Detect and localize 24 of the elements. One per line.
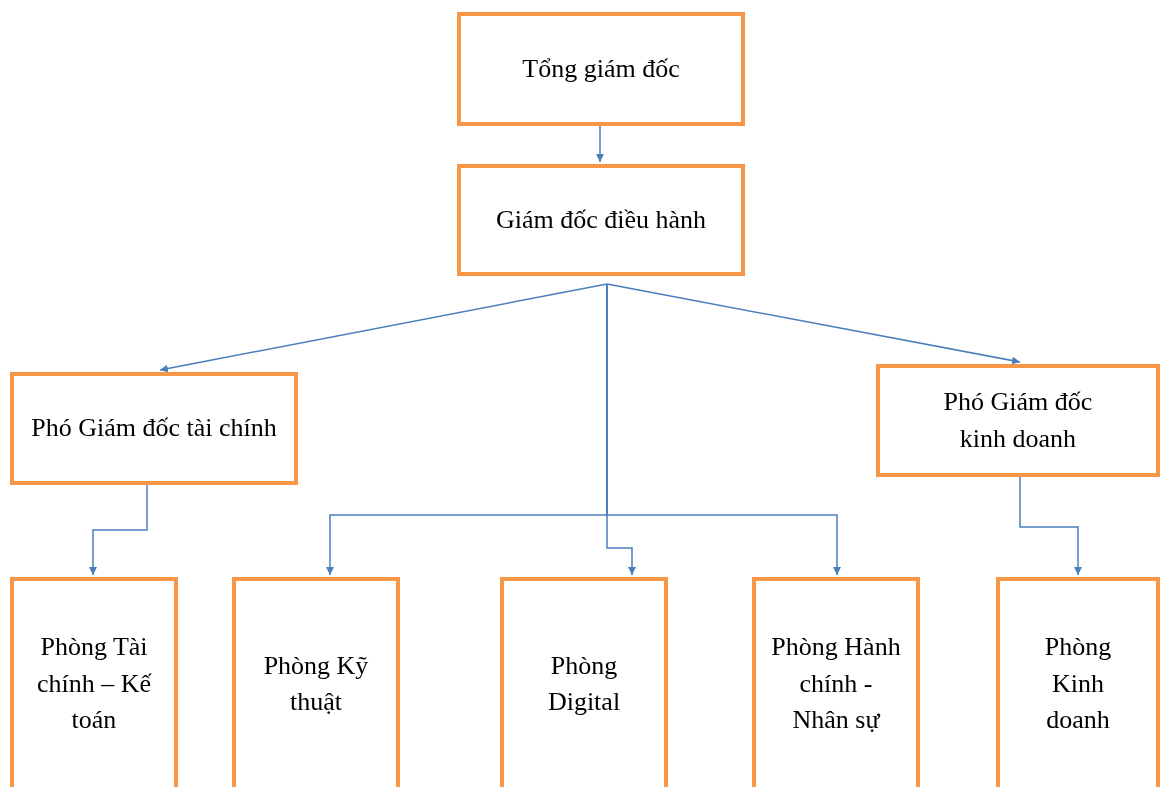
box-label: Phòng Digital — [546, 649, 622, 718]
box-label: Phòng Tài chính – Kế toán — [35, 631, 153, 737]
org-box — [457, 164, 745, 276]
box-label: Phòng Kinh doanh — [1043, 631, 1113, 737]
org-box — [876, 364, 1160, 477]
box-label: Phó Giám đốc tài chính — [31, 412, 277, 445]
connector-arrow — [596, 125, 604, 163]
connector-arrow — [159, 283, 608, 373]
box-label: Giám đốc điều hành — [495, 203, 707, 236]
box-label: Tổng giám đốc — [522, 52, 680, 85]
connector-arrow — [606, 283, 1021, 365]
org-box — [457, 12, 745, 126]
org-box — [752, 577, 920, 787]
org-box — [500, 577, 668, 787]
org-box — [232, 577, 400, 787]
box-label: Phòng Kỹ thuật — [262, 649, 370, 718]
connector-arrow — [89, 484, 148, 576]
box-label: Phòng Hành chính - Nhân sự — [771, 631, 901, 737]
org-box — [10, 577, 178, 787]
org-box — [10, 372, 298, 485]
connector-arrow — [1019, 476, 1082, 576]
org-box — [996, 577, 1160, 787]
connector-arrow — [606, 283, 841, 576]
box-label: Phó Giám đốc kinh doanh — [942, 386, 1094, 455]
